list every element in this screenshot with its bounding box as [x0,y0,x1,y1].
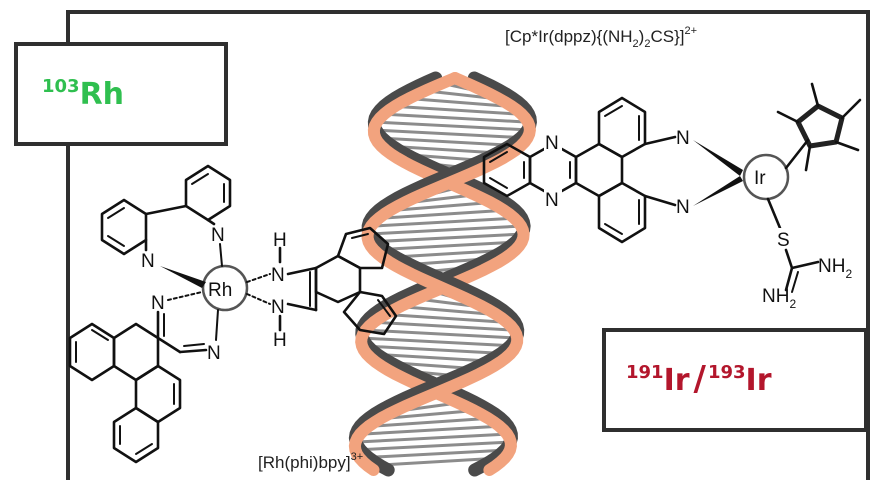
ir-atom-label: Ir [754,168,766,189]
phi-ring-b [68,322,116,382]
dna-base-pair [379,312,502,324]
ir-isotope-symbol-a: Ir [664,363,690,398]
phi-n-lower: N [207,343,221,364]
dna-strand-b [355,72,530,476]
dna-base-pair [374,120,530,132]
rh-atom-label: Rh [208,280,232,301]
ir-isotope-mass-a: 191 [626,362,664,383]
dna-strand-shadow-a [348,71,537,477]
ir-isotope-box [602,328,868,432]
dppz-n-bottom: N [545,190,559,211]
dna-base-pair [367,232,524,244]
ir-complex-structure: N N N N Ir S NH2 NH2 [482,82,862,311]
nh-ring-a [314,254,362,304]
h-atom-bottom: H [273,330,287,351]
dna-double-helix [348,71,537,477]
dna-base-pair [361,336,518,348]
nh-ring-b [336,226,390,270]
bpy-n-left: N [141,251,155,272]
cp-star-ring [795,103,845,149]
dna-base-pair [363,328,517,340]
dna-base-pair [357,432,510,444]
nh2-right: NH2 [818,256,852,281]
dna-base-pair [364,424,504,436]
rh-complex-caption: [Rh(phi)bpy]3+ [258,451,363,472]
ir-isotope-separator: / [694,359,707,399]
rh-isotope-label: 103Rh [42,76,124,112]
dna-base-pair [384,208,510,220]
dna-base-pair [354,440,511,452]
dna-strand-a [348,72,536,476]
nh2-bottom: NH2 [762,286,796,311]
dna-base-pair [374,416,495,428]
outer-frame [66,10,870,480]
dna-base-pair [363,344,514,356]
wedge-bond-lower [693,176,743,206]
dppz-upper-pyridine [597,96,647,159]
dna-base-pair [356,448,508,460]
dna-base-pair [374,128,530,140]
dna-base-pair [368,224,523,236]
ir-isotope-mass-b: 193 [708,362,746,383]
bpy-n-right: N [211,225,225,246]
dna-base-pair [369,320,511,332]
phi-n-upper: N [151,293,165,314]
rh-center-circle [201,264,249,312]
wedge-bond-upper [693,140,743,176]
dna-base-pair [389,104,517,116]
dna-base-pair [374,216,519,228]
dppz-n-top: N [545,133,559,154]
ir-center-circle [742,153,790,201]
dna-base-pair [379,112,526,124]
nh-n-lower: N [271,297,285,318]
dppz-n-lower-donor: N [676,197,690,218]
ir-isotope-label: 191Ir/193Ir [626,359,772,399]
ir-isotope-symbol-b: Ir [746,363,772,398]
rh-isotope-mass: 103 [42,76,80,97]
dppz-lower-pyridine [597,181,647,244]
nh-n-upper: N [271,265,285,286]
dppz-n-upper-donor: N [676,128,690,149]
phi-ring-d [112,406,160,464]
rh-isotope-symbol: Rh [80,77,124,112]
rh-complex-structure: N N Rh N N N N H H [68,164,398,464]
dna-base-pair [370,240,520,252]
ir-complex-caption: [Cp*Ir(dppz){(NH2)2CS}]2+ [505,25,697,50]
h-atom-top: H [273,230,287,251]
rh-isotope-box [14,42,228,146]
sulfur-atom: S [777,230,790,251]
dna-strand-shadow-b [355,71,531,477]
nh-ring-c [342,290,398,336]
